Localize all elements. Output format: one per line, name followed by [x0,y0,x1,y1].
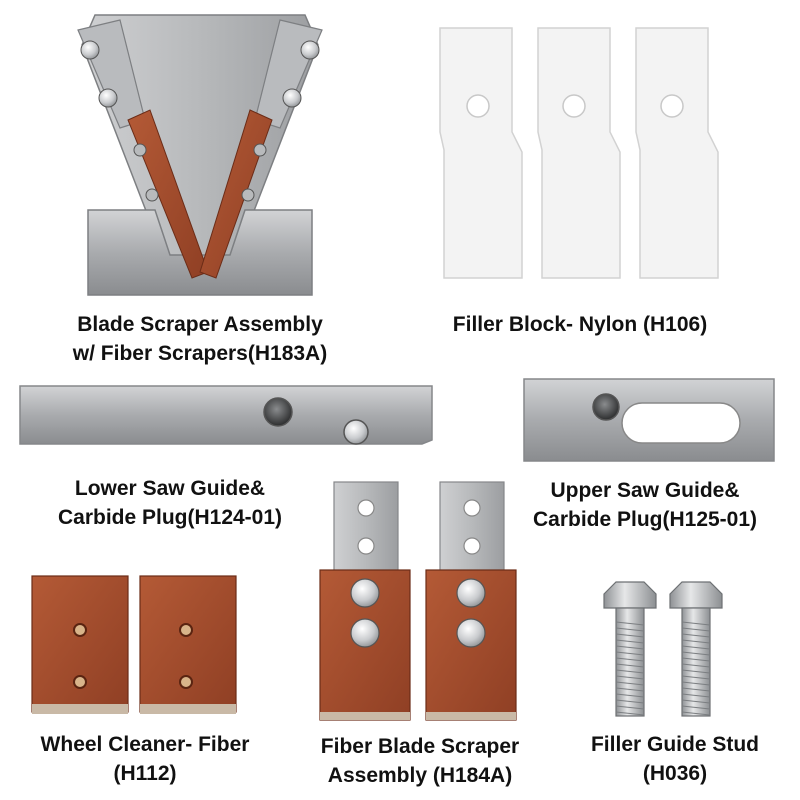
scraper-2 [425,481,517,721]
caption-fiber-blade-scraper-assembly: Fiber Blade Scraper Assembly (H184A) [290,732,550,790]
nylon-block-1 [439,27,523,279]
caption-line: Carbide Plug(H125-01) [532,508,758,531]
lower-saw-guide-image [18,382,438,448]
caption-filler-block-nylon: Filler Block- Nylon (H106) [410,310,750,339]
caption-line: Wheel Cleaner- Fiber [40,733,250,756]
caption-lower-saw-guide: Lower Saw Guide& Carbide Plug(H124-01) [10,474,330,532]
filler-block-nylon-image [430,20,730,290]
caption-filler-guide-stud: Filler Guide Stud (H036) [560,730,790,788]
nylon-block-3 [635,27,719,279]
fiber-blade-scraper-assembly-image [312,478,522,726]
caption-line: (H112) [113,762,177,785]
wheel-cleaner-fiber-image [28,572,238,722]
caption-upper-saw-guide: Upper Saw Guide& Carbide Plug(H125-01) [500,476,790,534]
bolt-1 [603,581,657,717]
caption-line: Upper Saw Guide& [550,479,740,502]
caption-wheel-cleaner-fiber: Wheel Cleaner- Fiber (H112) [10,730,280,788]
caption-line: Assembly (H184A) [327,764,513,787]
caption-line: Filler Block- Nylon (H106) [452,313,708,336]
caption-line: Filler Guide Stud [590,733,759,756]
caption-line: Lower Saw Guide& [74,477,266,500]
fiber-pad-1 [31,575,129,714]
scraper-1 [319,481,411,721]
bolt-2 [669,581,723,717]
fiber-pad-2 [139,575,237,714]
caption-line: w/ Fiber Scrapers(H183A) [72,342,328,365]
caption-line: Carbide Plug(H124-01) [57,506,283,529]
filler-guide-stud-image [598,578,738,722]
caption-line: (H036) [642,762,708,785]
caption-blade-scraper-assembly: Blade Scraper Assembly w/ Fiber Scrapers… [20,310,380,368]
nylon-block-2 [537,27,621,279]
blade-scraper-assembly-image [60,10,340,300]
caption-line: Blade Scraper Assembly [77,313,323,336]
caption-line: Fiber Blade Scraper [320,735,520,758]
upper-saw-guide-image [520,375,780,465]
